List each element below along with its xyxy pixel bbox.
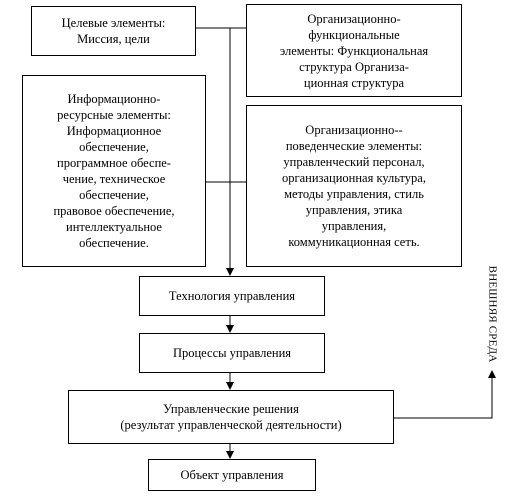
management-processes-label: Процессы управления [172,346,292,360]
management-object-label: Объект управления [180,468,284,482]
arrowhead-to-technology [226,268,234,276]
management-technology-label: Технология управления [168,289,296,303]
info-resource-line: правовое обеспечение, [53,204,175,218]
org-behavioral-line: коммуникационная сеть. [288,235,420,249]
arrowhead-to-object [226,451,234,459]
org-behavioral-line: методы управления, стиль [284,187,424,201]
info-resource-line: обеспечение. [79,236,149,250]
goal-elements-line: Целевые элементы: [61,16,166,30]
org-behavioral-line: управления, этика [305,203,403,217]
info-resource-line: интеллектуальное [66,220,162,234]
org-behavioral-line: поведенческие элементы: [285,139,423,153]
info-resource-elements-box: Информационно- ресурсные элементы: Инфор… [22,75,206,267]
arrowhead-to-external [488,370,496,378]
management-technology-box: Технология управления [139,276,325,316]
org-behavioral-elements-box: Организационно-- поведенческие элементы:… [246,105,462,267]
org-functional-line: функциональные [308,27,400,42]
info-resource-line: чение, техническое [62,172,166,186]
external-environment-text: ВНЕШНЯЯ СРЕДА [486,265,498,363]
info-resource-line: программное обеспе- [57,156,171,170]
goal-elements-box: Целевые элементы: Миссия, цели [31,6,196,56]
info-resource-line: Информационное [66,124,162,138]
org-functional-line: элементы: Функциональная [279,43,429,58]
org-functional-line: Организационно- [307,11,401,26]
management-decisions-line: (результат управленческой деятельности) [120,418,342,432]
info-resource-line: ресурсные элементы: [57,108,171,122]
org-functional-elements-box: Организационно- функциональные элементы:… [246,4,462,97]
management-decisions-box: Управленческие решения (результат управл… [68,390,394,444]
management-decisions-line: Управленческие решения [163,402,299,416]
management-object-box: Объект управления [148,459,316,491]
arrowhead-to-processes [226,325,234,333]
management-processes-box: Процессы управления [139,333,325,373]
org-behavioral-line: управленческий персонал, [283,155,425,169]
info-resource-line: Информационно- [67,92,161,106]
org-behavioral-line: Организационно-- [305,123,403,137]
info-resource-line: обеспечение, [79,188,149,202]
org-behavioral-line: управления, [321,219,387,233]
org-behavioral-line: организационная культура, [281,171,426,185]
external-environment-label: ВНЕШНЯЯ СРЕДА [479,258,505,370]
connector-decisions-to-external [394,374,493,419]
goal-elements-line: Миссия, цели [77,32,150,46]
org-functional-line: ционная структура [303,75,405,90]
org-functional-line: структура Организа- [299,59,409,74]
arrowhead-to-decisions [226,382,234,390]
info-resource-line: обеспечение, [79,140,149,154]
